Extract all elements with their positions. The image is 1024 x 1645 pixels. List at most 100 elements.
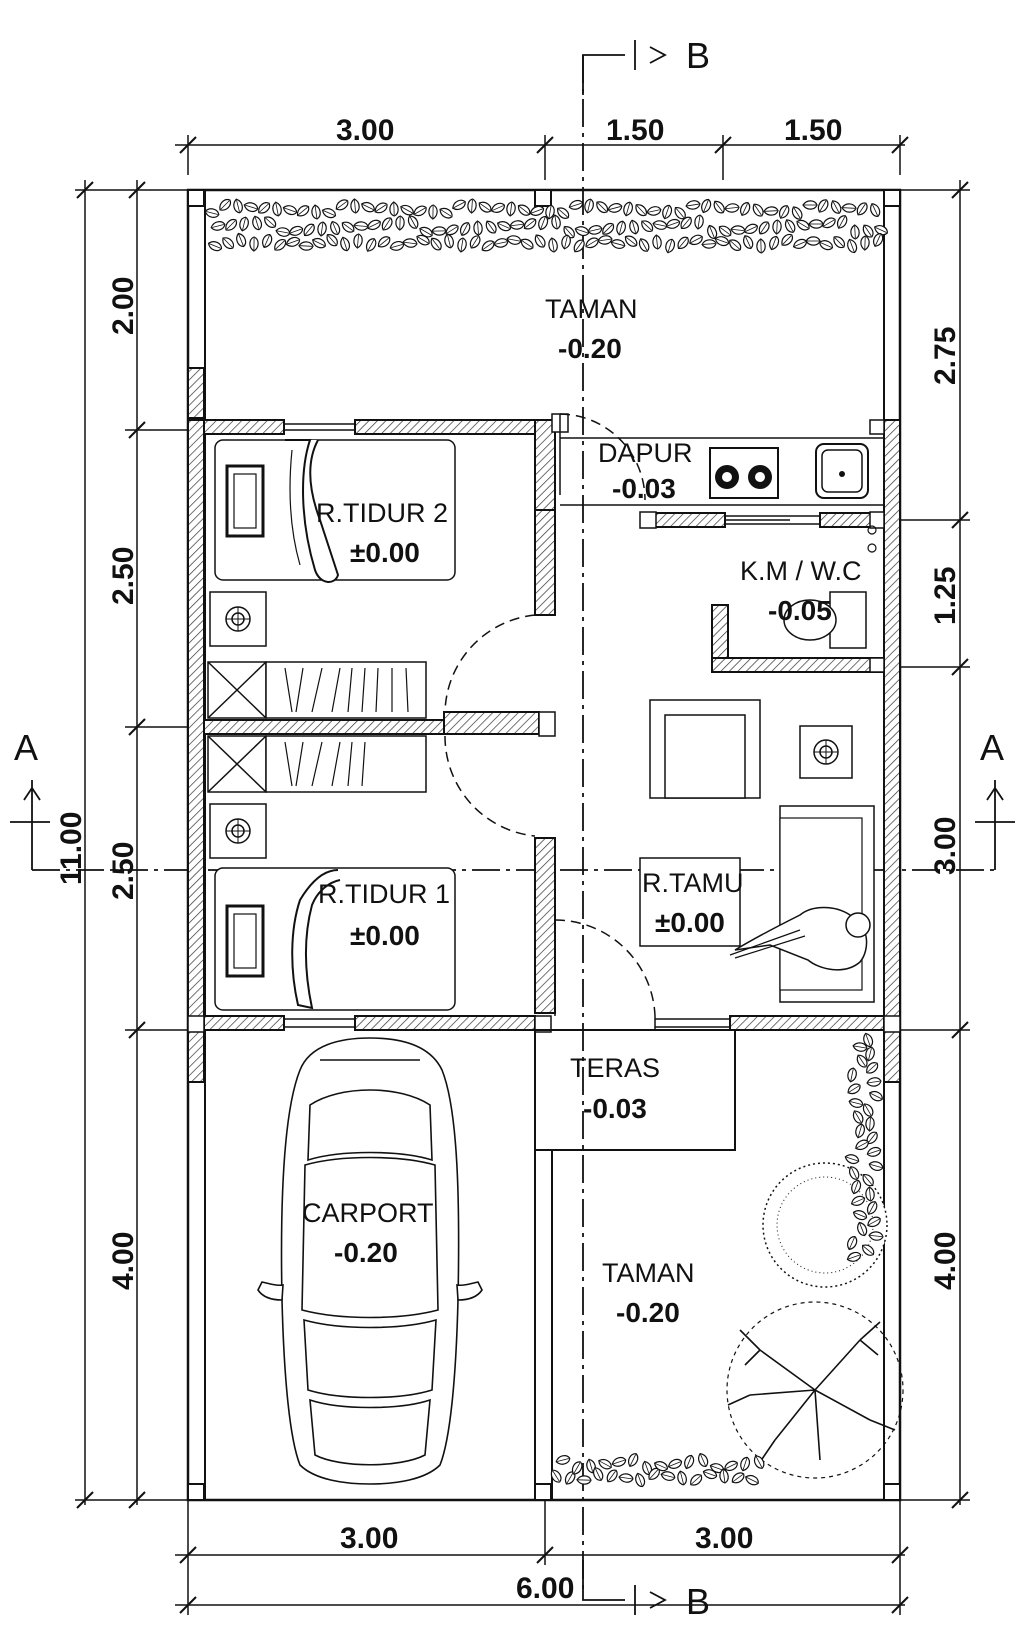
dim-right-3: 3.00	[929, 817, 962, 875]
dim-left-2: 2.50	[107, 547, 140, 605]
dim-left-total: 11.00	[55, 812, 88, 885]
hedge-leaf	[583, 235, 601, 251]
hedge-leaf	[651, 234, 663, 250]
hedge-leaf	[554, 1453, 572, 1467]
room-carport-name: CARPORT	[302, 1198, 434, 1228]
hedge-leaf	[645, 204, 663, 218]
hedge-leaf	[363, 236, 379, 254]
hedge-leaf	[442, 232, 456, 250]
hedge-leaf	[427, 235, 445, 253]
hedge-leaf	[763, 205, 779, 217]
section-label-b-top: B	[686, 35, 710, 76]
hedge-leaf	[627, 218, 641, 236]
hedge-leaf	[854, 200, 870, 218]
section-line-b: B B	[582, 35, 710, 1622]
hedge-leaf	[401, 237, 419, 249]
hedge-leaf	[724, 202, 740, 214]
hedge-leaf	[698, 197, 714, 215]
hedge-leaf	[756, 219, 772, 237]
dim-right-4: 4.00	[929, 1232, 962, 1290]
hedge-leaf	[203, 206, 221, 220]
room-bathroom-level: -0.05	[768, 595, 832, 626]
hedge-leaf	[573, 224, 591, 238]
hedge-leaf	[310, 235, 328, 251]
hedge-leaf	[701, 238, 717, 250]
room-carport-level: -0.20	[334, 1237, 398, 1268]
hedge-leaf	[508, 219, 526, 231]
hedge-leaf	[249, 236, 259, 252]
hedge-leaf	[518, 236, 536, 252]
car	[257, 1037, 483, 1485]
hedge-leaf	[327, 219, 343, 237]
room-living-name: R.TAMU	[642, 868, 744, 898]
hedge-leaf	[789, 204, 805, 222]
hedge-leaf	[660, 203, 674, 221]
hedge-leaf	[687, 1471, 705, 1489]
hedge-leaf	[767, 234, 781, 252]
hedge-leaf	[405, 213, 421, 231]
room-teras-name: TERAS	[570, 1053, 660, 1083]
hedge-leaf	[730, 224, 746, 236]
dimension-right: 2.75 1.25 3.00 4.00	[890, 180, 970, 1509]
hedge-leaf	[359, 199, 377, 215]
hedge-leaf	[633, 1471, 647, 1489]
hedge-leaf	[681, 1453, 697, 1471]
hedge-leaf	[365, 217, 383, 233]
hedge-leaf	[582, 197, 596, 215]
room-bedroom1-name: R.TIDUR 1	[318, 879, 450, 909]
hedge-leaf	[834, 213, 850, 231]
hedge-leaf	[845, 1066, 859, 1084]
hedge-leaf	[815, 197, 831, 215]
dim-bottom-2: 3.00	[695, 1522, 753, 1555]
hedge-leaf	[742, 221, 760, 237]
hedge-leaf	[586, 223, 604, 237]
furniture	[207, 437, 904, 1485]
hedge-leaf	[456, 236, 468, 254]
hedge-leaf	[482, 218, 500, 236]
hedge-leaf	[274, 226, 292, 238]
hedge-leaf	[845, 1081, 863, 1097]
hedge-leaf	[596, 234, 614, 246]
hedge-leaf	[457, 220, 473, 238]
room-labels: TAMAN -0.20 DAPUR -0.03 R.TIDUR 2 ±0.00 …	[302, 294, 862, 1328]
hedge-leaf	[849, 224, 861, 240]
hedge-leaf	[853, 1122, 867, 1140]
hedge-leaf	[431, 226, 447, 236]
hedge-leaf	[756, 238, 766, 254]
room-taman-top-name: TAMAN	[545, 294, 638, 324]
hedge-leaf	[867, 1159, 885, 1173]
hedge-leaf	[693, 213, 705, 231]
section-label-b-bottom: B	[686, 1581, 710, 1622]
hedge-leaf	[599, 220, 617, 238]
room-teras-level: -0.03	[583, 1093, 647, 1124]
hedge-leaf	[776, 203, 792, 221]
hedge-leaf	[843, 1152, 861, 1166]
hedge-leaf	[281, 203, 299, 217]
hedge-leaf	[237, 215, 251, 233]
hedge-leaf	[339, 218, 357, 236]
hedge-leaf	[411, 203, 429, 219]
dim-top-3: 1.50	[784, 114, 842, 147]
hedge-leaf	[802, 200, 818, 210]
hedge-leaf	[830, 233, 848, 251]
walls	[186, 188, 902, 1502]
hedge-leaf	[617, 1472, 635, 1484]
hedge-leaf	[375, 233, 393, 251]
dim-top-2: 1.50	[606, 114, 664, 147]
hedge-leaf	[740, 233, 756, 251]
hedge-leaf	[625, 1451, 641, 1469]
hedge-leaf	[271, 236, 289, 254]
hedge-leaf	[828, 198, 844, 216]
hedge-leaf	[659, 1469, 677, 1483]
hedge-leaf	[287, 224, 305, 238]
hedge-leaf	[352, 233, 364, 249]
hedge-leaf	[353, 220, 369, 232]
hedge-leaf	[782, 217, 798, 235]
hedge-leaf	[860, 235, 870, 251]
hedge-leaf	[271, 200, 283, 218]
hedge-leaf	[467, 233, 483, 251]
hedge-leaf	[638, 217, 656, 235]
hedge-leaf	[300, 221, 318, 239]
hedge-leaf	[242, 200, 260, 214]
